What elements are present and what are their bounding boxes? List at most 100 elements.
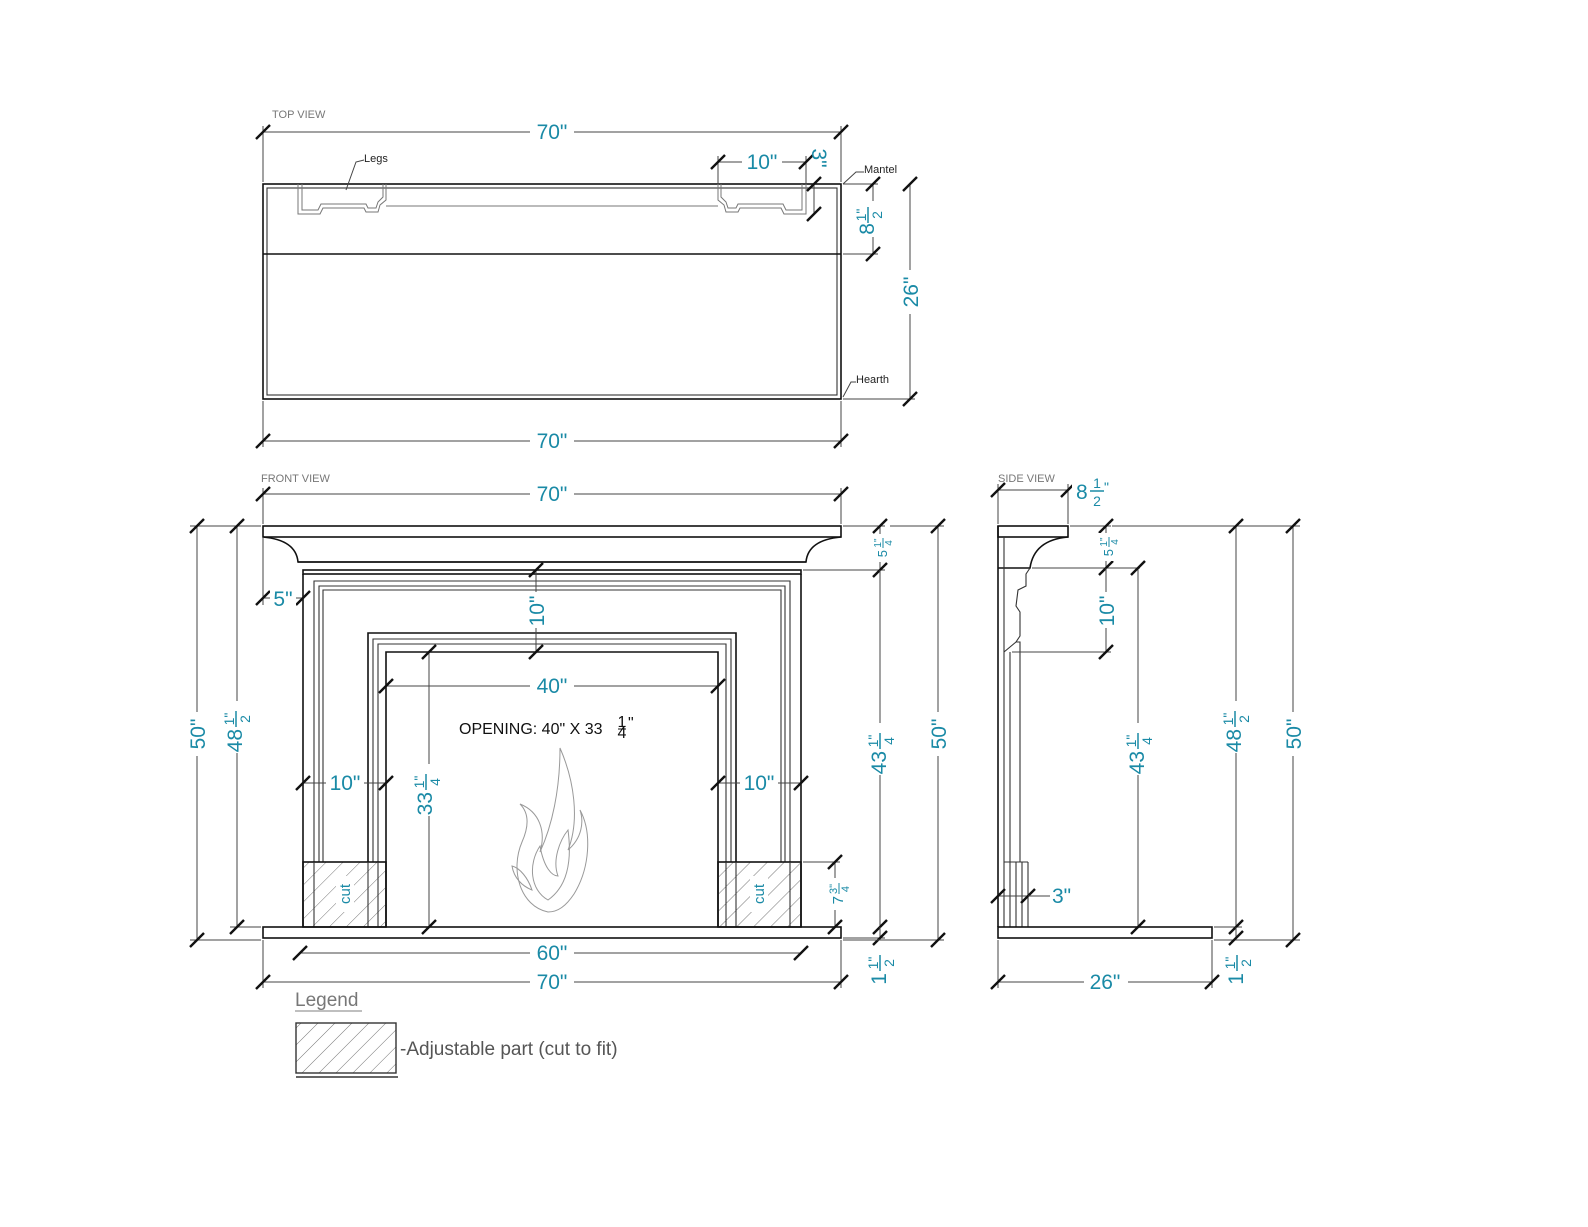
svg-text:2: 2 — [237, 715, 253, 723]
legend-title: Legend — [295, 990, 358, 1011]
svg-text:1": 1" — [853, 209, 869, 222]
leg-depth-dim: 3" — [807, 148, 830, 167]
svg-text:2: 2 — [1236, 715, 1252, 723]
side-hearth-thickness-dim: 1 1" 2 — [1222, 955, 1254, 985]
hearth-inner-dim: 60" — [537, 942, 568, 965]
mantel-thickness-dim: 5 1" 4 — [871, 534, 895, 562]
svg-text:7: 7 — [830, 896, 847, 904]
svg-text:cut: cut — [751, 883, 768, 904]
side-hearth — [997, 926, 1213, 939]
height-43-dim: 43 1" 4 — [864, 723, 897, 775]
svg-text:2: 2 — [869, 211, 885, 219]
top-view: TOP VIEW Legs Mantel Hearth 70" 10" — [255, 109, 923, 453]
hearth-thickness-dim: 1 1" 2 — [865, 955, 897, 985]
svg-text:4: 4 — [1139, 737, 1155, 745]
leg-width-dim: 10" — [747, 151, 778, 174]
side-depth-dim: 26" — [1090, 971, 1121, 994]
svg-text:1": 1" — [1220, 713, 1236, 726]
svg-text:1": 1" — [1222, 957, 1238, 970]
mantel-shelf — [262, 525, 842, 538]
front-width-dim: 70" — [537, 483, 568, 506]
mantel-overhang-dim: 5" — [273, 588, 292, 611]
total-height-dim: 50" — [187, 719, 210, 750]
right-leg-profile — [717, 184, 807, 215]
svg-text:5: 5 — [1101, 549, 1116, 556]
front-view: FRONT VIEW cut cut — [185, 473, 951, 994]
right-leg-width-dim: 10" — [744, 772, 775, 795]
side-mantel-shelf — [997, 525, 1069, 538]
hearth-slab — [262, 926, 842, 939]
svg-text:1": 1" — [221, 713, 237, 726]
top-view-hearth-inner — [266, 187, 838, 396]
svg-text:48: 48 — [224, 729, 247, 752]
firebox-opening — [385, 651, 719, 927]
svg-text:2: 2 — [1238, 959, 1254, 967]
svg-text:43: 43 — [1126, 751, 1149, 774]
hearth-width-dim: 70" — [537, 971, 568, 994]
hearth-note: Hearth — [856, 374, 889, 386]
svg-text:1: 1 — [868, 973, 891, 985]
svg-text:1": 1" — [1123, 735, 1139, 748]
side-height-43-dim: 43 1" 4 — [1122, 723, 1155, 775]
mantel-depth-dim: 8 1" 2 — [852, 201, 885, 237]
side-leg-depth-dim: 3" — [1052, 885, 1071, 908]
top-depth-dim: 26" — [900, 277, 923, 308]
side-mantel-thickness-dim: 5 1" 4 — [1097, 533, 1121, 561]
base-height-dim: 7 3" 4 — [826, 878, 852, 910]
svg-text:1": 1" — [865, 957, 881, 970]
top-width-dim: 70" — [537, 121, 568, 144]
right-cut-label: cut — [750, 876, 768, 912]
svg-text:4: 4 — [1110, 539, 1121, 545]
opening-width-dim: 40" — [537, 675, 568, 698]
svg-text:8: 8 — [1076, 481, 1088, 504]
svg-text:": " — [628, 715, 634, 732]
svg-text:": " — [1104, 479, 1109, 495]
svg-text:4: 4 — [884, 540, 895, 546]
left-cut-label: cut — [336, 876, 354, 912]
svg-text:1": 1" — [1099, 537, 1110, 547]
top-view-outline — [262, 183, 842, 400]
left-leg-width-dim: 10" — [330, 772, 361, 795]
side-height-48-dim: 48 1" 2 — [1219, 701, 1252, 753]
svg-text:1": 1" — [411, 776, 427, 789]
svg-text:3": 3" — [828, 884, 840, 894]
svg-text:48: 48 — [1223, 729, 1246, 752]
side-header-dim: 10" — [1096, 596, 1119, 627]
front-right-height-dim: 50" — [928, 719, 951, 750]
legs-note: Legs — [364, 153, 388, 165]
svg-text:8: 8 — [856, 223, 879, 235]
svg-text:OPENING: 40" X 33: OPENING: 40" X 33 — [459, 721, 603, 738]
opening-height-dim: 33 1" 4 — [410, 764, 443, 816]
opening-label: OPENING: 40" X 33 1 4 " — [459, 714, 634, 742]
side-height-50-dim: 50" — [1283, 719, 1306, 750]
side-view-label: SIDE VIEW — [998, 473, 1055, 485]
svg-text:1: 1 — [618, 714, 627, 731]
left-leg-profile — [297, 184, 387, 215]
svg-text:4: 4 — [840, 886, 852, 892]
flame-icon — [511, 747, 589, 913]
mantel-crown — [262, 536, 842, 563]
height-48-dim: 48 1" 2 — [220, 701, 253, 753]
svg-text:4: 4 — [881, 737, 897, 745]
svg-text:33: 33 — [414, 792, 437, 815]
side-view: SIDE VIEW 8 1 2 " — [990, 473, 1306, 994]
svg-text:cut: cut — [337, 883, 354, 904]
legend: Legend -Adjustable part (cut to fit) — [295, 990, 618, 1078]
svg-text:1": 1" — [873, 538, 884, 548]
svg-text:1": 1" — [865, 735, 881, 748]
legend-description: -Adjustable part (cut to fit) — [400, 1039, 618, 1060]
front-view-label: FRONT VIEW — [261, 473, 330, 485]
legend-hatch-swatch — [295, 1022, 397, 1074]
svg-text:4: 4 — [618, 725, 627, 742]
svg-text:43: 43 — [868, 751, 891, 774]
svg-text:2: 2 — [1093, 493, 1101, 509]
svg-text:1: 1 — [1225, 973, 1248, 985]
side-mantel-depth-dim: 8 1 2 " — [1072, 474, 1112, 510]
svg-text:4: 4 — [427, 778, 443, 786]
svg-text:2: 2 — [881, 959, 897, 967]
svg-text:5: 5 — [875, 550, 890, 557]
header-dim: 10" — [526, 596, 549, 627]
mantel-note: Mantel — [864, 164, 897, 176]
svg-text:1: 1 — [1093, 475, 1101, 491]
